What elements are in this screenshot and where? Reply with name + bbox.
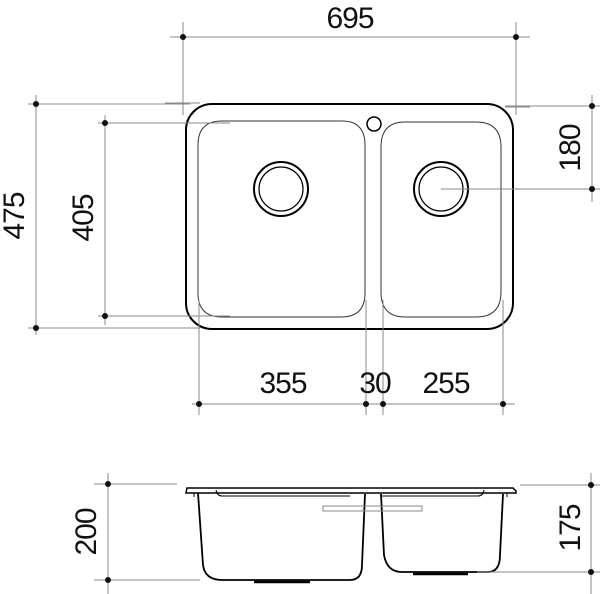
tap-hole [366,116,382,132]
side-dimension-lines [94,473,600,594]
left-bowl [197,120,366,318]
side-right-bowl [380,493,504,573]
side-dimension-dots [105,481,594,583]
plan-view [185,103,514,330]
left-waste-outer [253,161,309,217]
side-view [185,487,517,584]
plan-dimension-dots [33,34,595,407]
left-waste-inner [258,166,304,212]
sink-outer-rim [185,103,514,330]
dim-waste-offset: 180 [554,124,587,171]
dim-bowl-depth: 405 [67,194,100,241]
dim-left-bowl-width: 355 [259,367,306,400]
overflow-bar [322,505,423,512]
side-rim [185,487,517,494]
dim-overall-height: 200 [70,508,103,555]
dim-divider-width: 30 [359,367,391,400]
dim-overall-width: 695 [326,2,373,35]
dim-right-bowl-width: 255 [422,367,469,400]
side-left-bowl [197,492,366,581]
plan-dimension-lines [28,22,600,415]
dim-overall-depth: 475 [0,192,31,239]
dim-side-bowl-depth: 175 [554,504,587,551]
right-bowl [380,121,502,318]
